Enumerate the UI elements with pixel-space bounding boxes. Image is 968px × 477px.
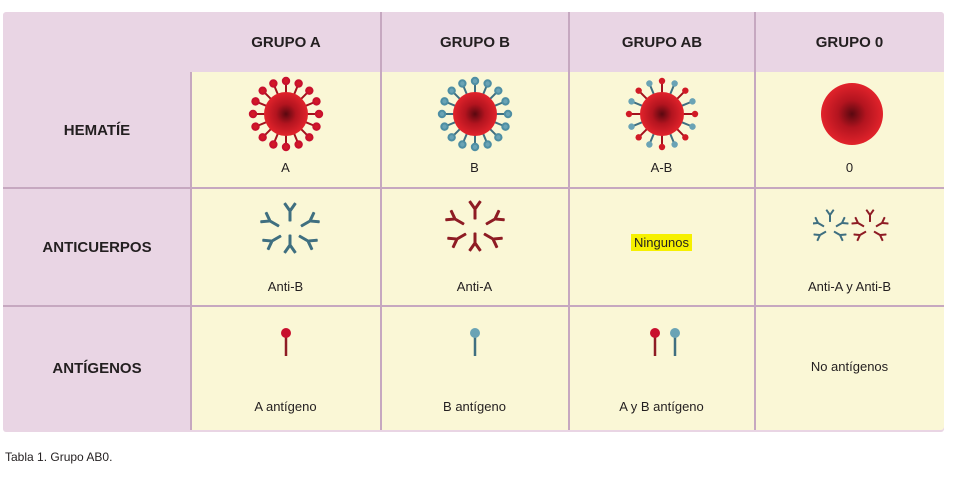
header-group-0: GRUPO 0	[815, 33, 884, 51]
hematie-cell-b: B	[381, 72, 568, 187]
antigenos-cell-ab: A y B antígeno	[569, 307, 754, 430]
blood-group-table: GRUPO A GRUPO B GRUPO AB GRUPO 0 HEMATÍE…	[3, 12, 944, 432]
hematie-label-ab: A-B	[650, 160, 673, 175]
table-body	[191, 72, 944, 430]
red-cell-ab-icon	[625, 77, 699, 151]
anticuerpos-label-b: Anti-A	[456, 279, 493, 294]
red-cell-0-icon	[821, 83, 883, 145]
antibody-anti-b-icon	[258, 202, 322, 254]
header-group-ab: GRUPO AB	[621, 33, 703, 51]
anticuerpos-label-ab: Ningunos	[631, 234, 692, 251]
antigen-ab-pins-icon	[650, 328, 680, 356]
row-header-antigenos: ANTÍGENOS	[52, 359, 142, 377]
antigen-a-pin-icon	[281, 328, 291, 356]
antigen-b-pin-icon	[470, 328, 480, 356]
header-group-a: GRUPO A	[251, 33, 321, 51]
antibody-anti-a-icon	[443, 200, 507, 252]
hematie-cell-ab: A-B	[569, 72, 754, 187]
anticuerpos-label-a: Anti-B	[267, 279, 304, 294]
antigenos-cell-b: B antígeno	[381, 307, 568, 430]
anticuerpos-cell-0: Anti-A y Anti-B	[755, 189, 944, 305]
anticuerpos-cell-a: Anti-B	[191, 189, 380, 305]
antigenos-label-0: No antígenos	[810, 359, 889, 374]
antibody-anti-a-anti-b-icon	[813, 209, 890, 242]
antigenos-label-a: A antígeno	[254, 399, 317, 414]
hematie-cell-0: 0	[755, 72, 944, 187]
anticuerpos-cell-b: Anti-A	[381, 189, 568, 305]
hematie-label-a: A	[281, 160, 290, 175]
red-cell-a-icon	[248, 76, 324, 152]
antigenos-label-b: B antígeno	[443, 399, 506, 414]
row-header-anticuerpos: ANTICUERPOS	[42, 238, 152, 256]
hematie-cell-a: A	[191, 72, 380, 187]
hematie-label-0: 0	[845, 160, 854, 175]
red-cell-b-icon	[437, 76, 513, 152]
table-caption: Tabla 1. Grupo AB0.	[5, 450, 113, 464]
hematie-label-b: B	[470, 160, 479, 175]
row-header-hematie: HEMATÍE	[63, 121, 131, 139]
antigenos-cell-a: A antígeno	[191, 307, 380, 430]
header-group-b: GRUPO B	[439, 33, 510, 51]
anticuerpos-cell-ab: Ningunos	[569, 189, 754, 305]
anticuerpos-label-0: Anti-A y Anti-B	[807, 279, 892, 294]
antigenos-label-ab: A y B antígeno	[619, 399, 704, 414]
antigenos-cell-0: No antígenos	[755, 307, 944, 430]
